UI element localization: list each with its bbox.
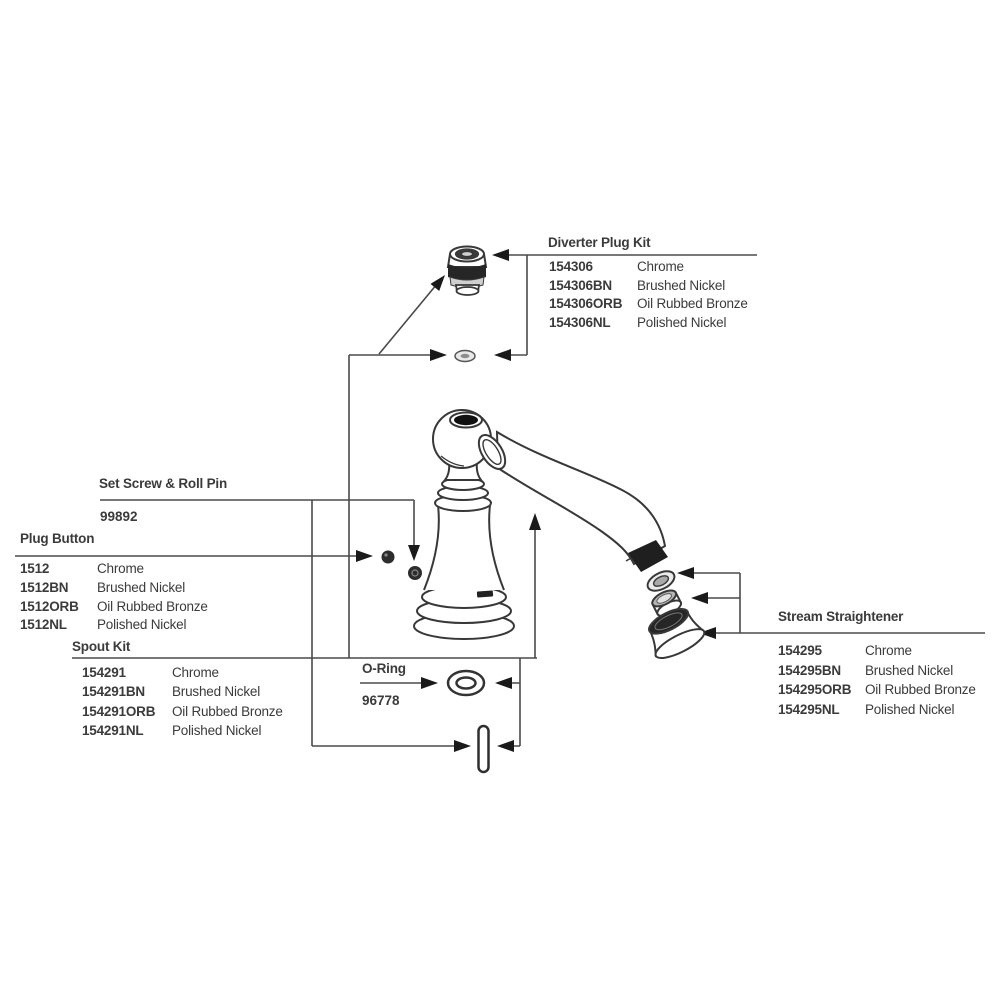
spout-kit-label: Spout Kit	[72, 639, 131, 654]
o-ring-part-number: 96778	[362, 693, 400, 708]
leader-spout-kit	[72, 529, 537, 659]
part-number: 154291ORB	[82, 703, 156, 719]
o-ring-label: O-Ring	[362, 661, 406, 676]
table-row: 154295BN Brushed Nickel	[778, 663, 976, 683]
leader-left-vertical	[348, 354, 431, 658]
leader-stream-straightener	[691, 572, 985, 634]
arrow-to-straightener-cup	[699, 627, 716, 639]
table-row: 1512 Chrome	[20, 561, 208, 580]
part-finish: Brushed Nickel	[637, 277, 725, 293]
table-row: 154291NL Polished Nickel	[82, 723, 283, 742]
stream-straightener-table: 154295 Chrome 154295BN Brushed Nickel 15…	[778, 643, 976, 722]
part-number: 154291BN	[82, 684, 145, 700]
spout-kit-table: 154291 Chrome 154291BN Brushed Nickel 15…	[82, 665, 283, 742]
part-number: 154295NL	[778, 702, 840, 718]
leader-arrowheads	[356, 249, 716, 752]
faucet-spout-drawing	[413, 409, 668, 640]
arrow-to-o-ring-left	[421, 677, 438, 689]
aerator-washer-drawing	[646, 570, 676, 592]
part-finish: Polished Nickel	[865, 702, 955, 718]
table-row: 154291ORB Oil Rubbed Bronze	[82, 704, 283, 723]
part-number: 154295BN	[778, 662, 841, 678]
leader-right-vertical	[509, 658, 521, 747]
plug-button-table: 1512 Chrome 1512BN Brushed Nickel 1512OR…	[20, 561, 208, 636]
part-finish: Chrome	[172, 665, 219, 680]
leader-lines	[15, 254, 985, 747]
stream-straightener-label: Stream Straightener	[778, 609, 904, 624]
set-screw-part-number: 99892	[100, 509, 138, 524]
arrow-to-o-ring-right	[495, 677, 512, 689]
part-number: 154291	[82, 665, 126, 680]
diverter-plug-drawing	[446, 245, 488, 296]
arrow-to-plug-button	[356, 550, 373, 562]
arrow-to-diverter-plug	[492, 249, 509, 261]
table-row: 154306 Chrome	[549, 259, 748, 278]
straightener-insert-drawing	[651, 589, 683, 617]
diverter-plug-kit-table: 154306 Chrome 154306BN Brushed Nickel 15…	[549, 259, 748, 333]
part-number: 1512ORB	[20, 598, 79, 614]
plug-button-drawing	[381, 550, 395, 564]
spout-tip-band	[628, 540, 668, 572]
arrow-to-roll-pin-left	[454, 740, 471, 752]
part-number: 154291NL	[82, 722, 144, 738]
table-row: 154295 Chrome	[778, 643, 976, 663]
table-row: 154306BN Brushed Nickel	[549, 278, 748, 297]
roll-pin-drawing	[477, 724, 490, 774]
arrow-diagonal-to-plug	[430, 275, 445, 291]
diverter-gasket-disc-drawing	[454, 349, 476, 363]
table-row: 154306NL Polished Nickel	[549, 315, 748, 334]
arrow-to-disc-left	[430, 349, 447, 361]
table-row: 154295ORB Oil Rubbed Bronze	[778, 682, 976, 702]
set-screw-roll-pin-label: Set Screw & Roll Pin	[99, 476, 228, 491]
table-row: 1512ORB Oil Rubbed Bronze	[20, 599, 208, 618]
brand-mark	[476, 590, 494, 598]
arrow-to-roll-pin-right	[497, 740, 514, 752]
part-number: 154306BN	[549, 277, 612, 293]
part-finish: Chrome	[97, 561, 144, 576]
part-number: 154306ORB	[549, 296, 623, 312]
part-finish: Oil Rubbed Bronze	[172, 703, 283, 719]
part-number: 154295	[778, 643, 822, 658]
part-finish: Oil Rubbed Bronze	[637, 296, 748, 312]
arrow-to-set-screw	[408, 545, 420, 561]
o-ring-drawing	[446, 669, 486, 697]
part-finish: Brushed Nickel	[865, 662, 953, 678]
table-row: 154306ORB Oil Rubbed Bronze	[549, 296, 748, 315]
part-number: 154306NL	[549, 314, 611, 330]
part-number: 154295ORB	[778, 682, 852, 698]
part-finish: Brushed Nickel	[172, 684, 260, 700]
leader-roll-pin-left	[311, 500, 457, 747]
leader-diagonal-to-plug	[378, 283, 438, 355]
part-finish: Oil Rubbed Bronze	[97, 598, 208, 614]
part-finish: Polished Nickel	[97, 617, 187, 633]
arrow-to-spout	[529, 513, 541, 530]
straightener-cup-drawing	[648, 607, 706, 659]
part-finish: Oil Rubbed Bronze	[865, 682, 976, 698]
diverter-plug-kit-label: Diverter Plug Kit	[548, 235, 651, 250]
part-finish: Brushed Nickel	[97, 579, 185, 595]
part-number: 1512NL	[20, 617, 67, 633]
part-number: 1512	[20, 561, 50, 576]
part-finish: Chrome	[637, 259, 684, 274]
arrow-to-disc-right	[494, 349, 511, 361]
leader-diverter-to-disc	[510, 255, 528, 356]
arrow-to-straightener-insert	[691, 592, 708, 604]
table-row: 154291 Chrome	[82, 665, 283, 684]
arrow-to-straightener-washer	[677, 567, 694, 579]
part-finish: Polished Nickel	[637, 314, 727, 330]
part-finish: Chrome	[865, 643, 912, 658]
part-number: 1512BN	[20, 579, 69, 595]
table-row: 1512BN Brushed Nickel	[20, 580, 208, 599]
table-row: 154295NL Polished Nickel	[778, 702, 976, 722]
plug-button-label: Plug Button	[20, 531, 95, 546]
leader-set-screw	[100, 499, 415, 546]
part-finish: Polished Nickel	[172, 722, 262, 738]
set-screw-drawing	[408, 566, 422, 580]
part-number: 154306	[549, 259, 593, 274]
table-row: 1512NL Polished Nickel	[20, 617, 208, 636]
table-row: 154291BN Brushed Nickel	[82, 684, 283, 703]
